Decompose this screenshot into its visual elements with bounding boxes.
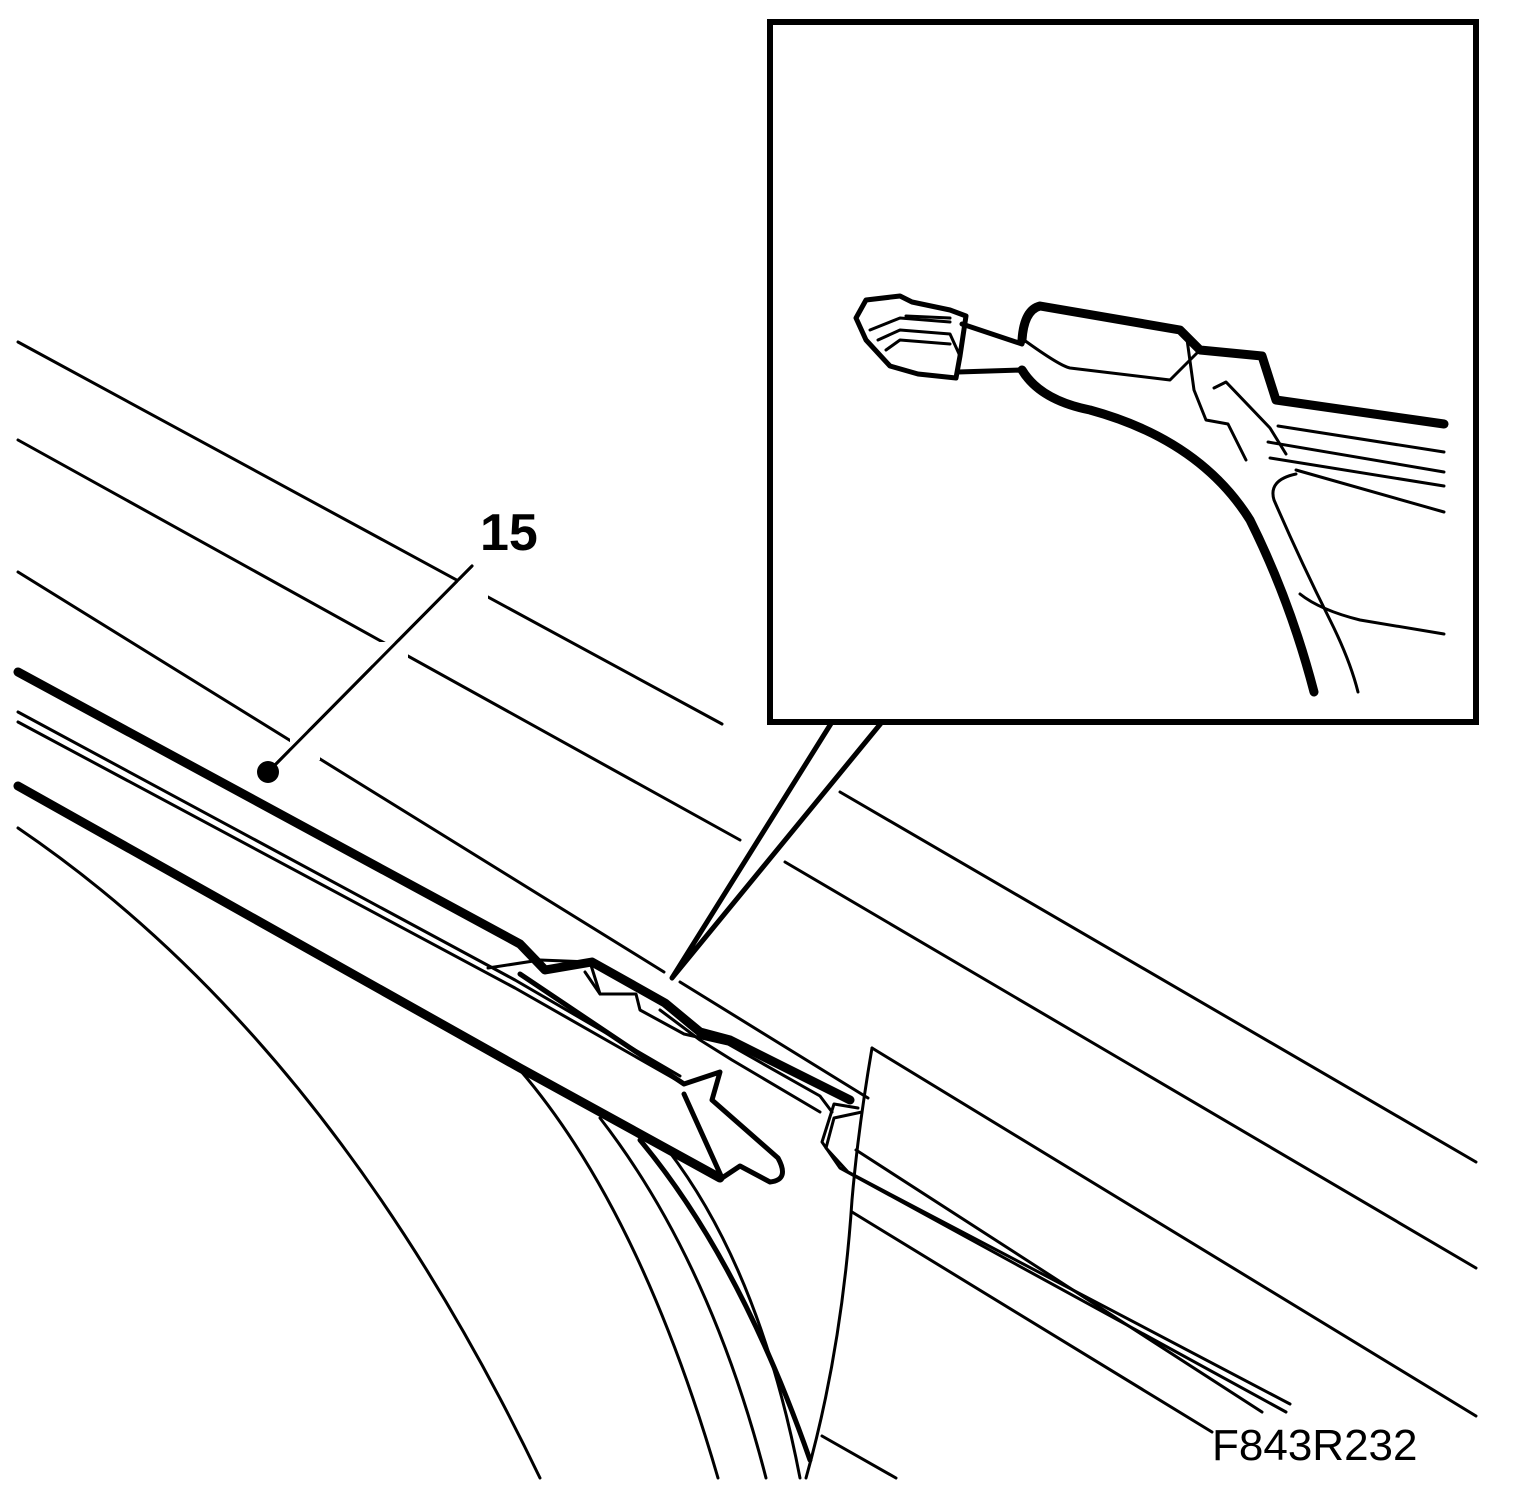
- rear-trim-panel: [804, 1046, 1478, 1480]
- door-frame-curves: [16, 826, 813, 1480]
- roof-contour-lines: [16, 340, 1478, 1270]
- callout-number: 15: [480, 504, 538, 562]
- detail-inset: [767, 19, 1479, 725]
- magnifier-pointer: [669, 719, 885, 981]
- inset-clip-detail: [853, 293, 1449, 697]
- trim-strip: [13, 667, 855, 1185]
- figure-code: F843R232: [1212, 1421, 1417, 1470]
- callout-15: 15: [257, 504, 538, 783]
